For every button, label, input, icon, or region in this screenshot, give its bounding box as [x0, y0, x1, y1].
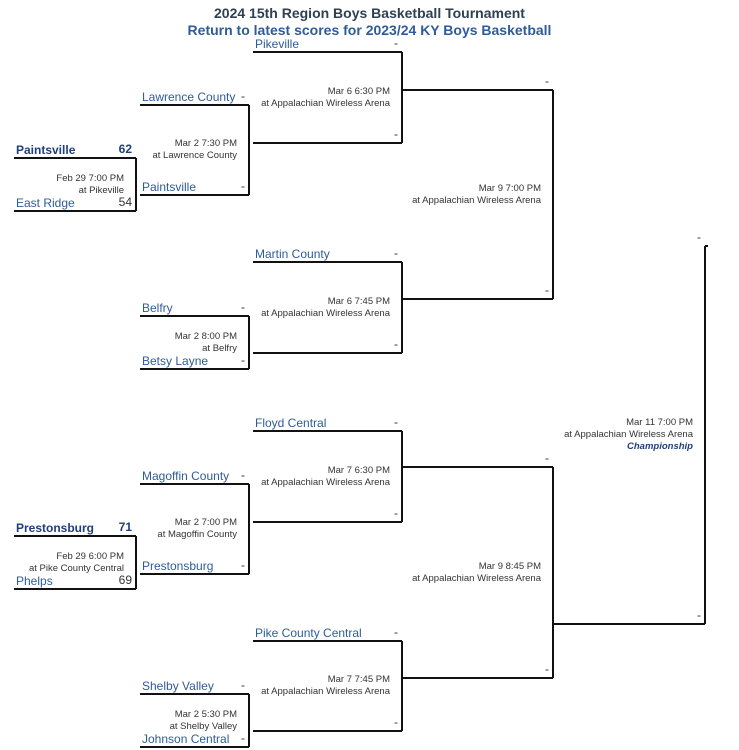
team-name[interactable]: Floyd Central: [255, 416, 327, 430]
team-score: -: [394, 625, 398, 639]
game-time: Mar 11 7:00 PM: [626, 417, 693, 428]
team-score: -: [241, 731, 245, 745]
team-score: -: [241, 300, 245, 314]
team-score: -: [394, 246, 398, 260]
team-name[interactable]: Betsy Layne: [142, 354, 209, 368]
team-score: -: [241, 353, 245, 367]
team-score: -: [545, 283, 549, 297]
game-venue: at Magoffin County: [157, 529, 237, 540]
game-time: Mar 7 6:30 PM: [327, 464, 390, 476]
game-time: Mar 9 7:00 PM: [478, 182, 541, 194]
game-venue: at Appalachian Wireless Arena: [261, 686, 390, 697]
game-venue: at Shelby Valley: [169, 720, 237, 732]
game-venue: at Pikeville: [78, 184, 124, 196]
game-time: Mar 2 7:00 PM: [174, 517, 237, 528]
team-name[interactable]: Belfry: [142, 301, 173, 315]
team-name[interactable]: Phelps: [16, 574, 53, 588]
team-name[interactable]: Paintsville: [142, 180, 197, 194]
game-venue: at Appalachian Wireless Arena: [564, 429, 693, 440]
team-score: 54: [118, 195, 132, 209]
game-venue: at Lawrence County: [152, 150, 238, 161]
game-time: Feb 29 6:00 PM: [56, 550, 124, 562]
team-name[interactable]: Prestonsburg: [142, 559, 214, 573]
game-venue: at Appalachian Wireless Arena: [412, 194, 541, 206]
game-venue: at Appalachian Wireless Arena: [412, 572, 541, 584]
team-score: -: [545, 662, 549, 676]
team-score: -: [241, 468, 245, 482]
team-score: -: [697, 608, 701, 622]
game-time: Mar 7 7:45 PM: [327, 674, 390, 685]
team-score: -: [545, 451, 549, 465]
team-name[interactable]: Johnson Central: [142, 732, 230, 746]
game-venue: at Appalachian Wireless Arena: [261, 476, 390, 488]
team-score: -: [241, 179, 245, 193]
team-name[interactable]: East Ridge: [16, 196, 75, 210]
team-name[interactable]: Paintsville: [16, 143, 76, 157]
game-time: Mar 2 8:00 PM: [174, 330, 237, 342]
team-name[interactable]: Shelby Valley: [142, 679, 214, 693]
team-score: -: [394, 36, 398, 50]
team-score: -: [545, 74, 549, 88]
game-venue: at Appalachian Wireless Arena: [261, 97, 390, 109]
game-time: Mar 9 8:45 PM: [478, 560, 541, 572]
page-title: 2024 15th Region Boys Basketball Tournam…: [214, 5, 525, 21]
team-name[interactable]: Prestonsburg: [16, 521, 95, 535]
game-venue: at Belfry: [202, 342, 237, 354]
team-score: 62: [118, 142, 132, 156]
championship-label: Championship: [627, 441, 693, 452]
team-name[interactable]: Martin County: [255, 247, 330, 261]
game-venue: at Pike County Central: [28, 562, 124, 574]
team-score: -: [394, 415, 398, 429]
team-score: 69: [118, 573, 132, 587]
team-name[interactable]: Pike County Central: [255, 626, 362, 640]
game-time: Mar 2 5:30 PM: [174, 708, 237, 720]
game-time: Mar 6 6:30 PM: [327, 85, 390, 97]
team-score: -: [241, 89, 245, 103]
team-score: -: [241, 558, 245, 572]
team-name[interactable]: Magoffin County: [142, 469, 230, 483]
team-score: -: [394, 506, 398, 520]
game-venue: at Appalachian Wireless Arena: [261, 307, 390, 319]
team-score: -: [697, 230, 701, 244]
game-time: Mar 6 7:45 PM: [327, 295, 390, 307]
latest-scores-link[interactable]: Return to latest scores for 2023/24 KY B…: [187, 22, 552, 38]
team-score: -: [241, 678, 245, 692]
team-score: -: [394, 127, 398, 141]
team-name[interactable]: Pikeville: [255, 37, 300, 51]
team-score: -: [394, 715, 398, 729]
team-score: -: [394, 337, 398, 351]
game-time: Feb 29 7:00 PM: [56, 172, 124, 184]
game-time: Mar 2 7:30 PM: [174, 138, 237, 149]
team-name[interactable]: Lawrence County: [142, 90, 236, 104]
team-score: 71: [118, 520, 132, 534]
